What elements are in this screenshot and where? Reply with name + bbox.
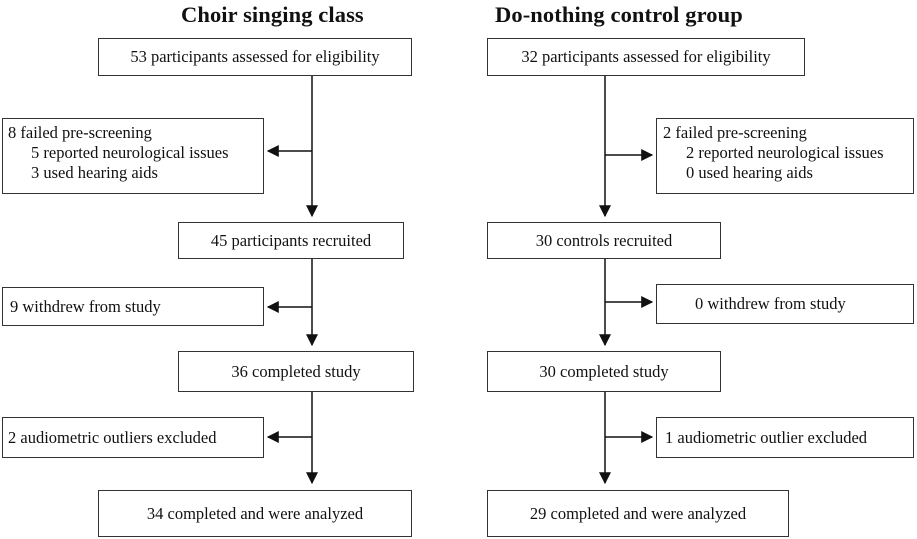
right-prescreen-box: 2 failed pre-screening 2 reported neurol…: [656, 118, 914, 194]
left-outliers-text: 2 audiometric outliers excluded: [8, 427, 217, 447]
left-recruited-text: 45 participants recruited: [210, 230, 372, 250]
right-completed-text: 30 completed study: [539, 361, 669, 381]
left-assessed-box: 53 participants assessed for eligibility: [98, 38, 412, 76]
left-analyzed-box: 34 completed and were analyzed: [98, 490, 412, 537]
left-completed-box: 36 completed study: [178, 351, 414, 392]
left-recruited-box: 45 participants recruited: [178, 222, 404, 259]
right-completed-box: 30 completed study: [487, 351, 721, 392]
left-withdrew-box: 9 withdrew from study: [2, 287, 264, 326]
left-analyzed-text: 34 completed and were analyzed: [146, 503, 364, 523]
left-assessed-text: 53 participants assessed for eligibility: [130, 47, 380, 66]
left-prescreen-item: 3 used hearing aids: [31, 163, 158, 182]
left-withdrew-text: 9 withdrew from study: [10, 296, 161, 316]
right-prescreen-item: 0 used hearing aids: [686, 163, 813, 182]
right-prescreen-title: 2 failed pre-screening: [663, 123, 807, 142]
right-withdrew-text: 0 withdrew from study: [695, 294, 846, 313]
left-outliers-box: 2 audiometric outliers excluded: [2, 417, 264, 458]
left-completed-text: 36 completed study: [231, 361, 361, 381]
right-recruited-box: 30 controls recruited: [487, 222, 721, 259]
right-outliers-box: 1 audiometric outlier excluded: [656, 417, 914, 458]
right-analyzed-text: 29 completed and were analyzed: [529, 503, 747, 523]
right-prescreen-item: 2 reported neurological issues: [686, 143, 884, 162]
left-heading: Choir singing class: [181, 2, 364, 27]
left-prescreen-box: 8 failed pre-screening 5 reported neurol…: [2, 118, 264, 194]
right-outliers-text: 1 audiometric outlier excluded: [665, 427, 868, 447]
right-recruited-text: 30 controls recruited: [535, 230, 673, 250]
right-assessed-box: 32 participants assessed for eligibility: [487, 38, 805, 76]
right-withdrew-box: 0 withdrew from study: [656, 284, 914, 324]
right-heading: Do-nothing control group: [495, 2, 743, 27]
right-analyzed-box: 29 completed and were analyzed: [487, 490, 789, 537]
right-assessed-text: 32 participants assessed for eligibility: [521, 47, 771, 66]
left-prescreen-title: 8 failed pre-screening: [8, 123, 152, 142]
left-prescreen-item: 5 reported neurological issues: [31, 143, 229, 162]
